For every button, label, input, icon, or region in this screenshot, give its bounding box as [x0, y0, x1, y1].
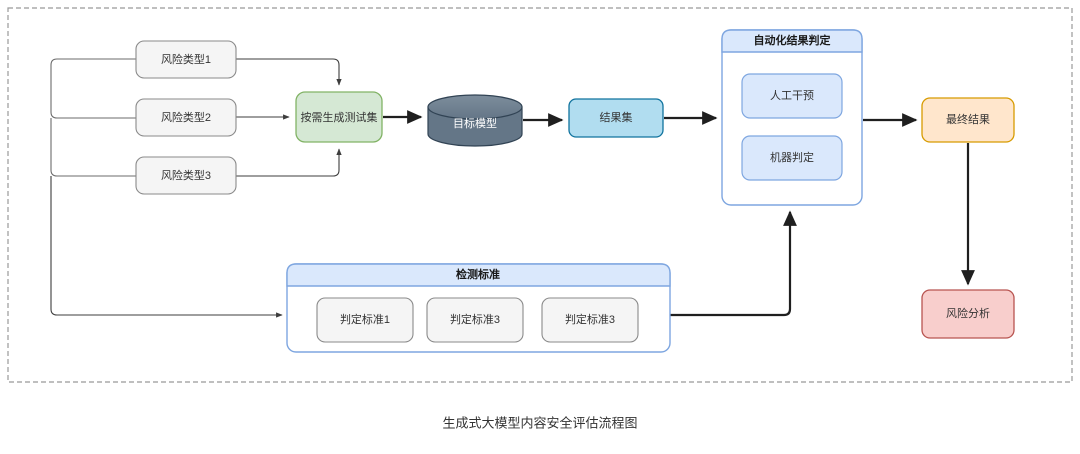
result-set-box[interactable]	[568, 98, 664, 138]
group-detection-standard[interactable]: 检测标准 判定标准1 判定标准3 判定标准3	[286, 263, 671, 353]
final-result-box[interactable]	[921, 97, 1015, 143]
risk-analysis-label: 风险分析	[946, 306, 990, 320]
risk-analysis-box[interactable]	[921, 289, 1015, 339]
risk-type-1-label: 风险类型1	[161, 52, 211, 66]
risk-type-3-label: 风险类型3	[161, 168, 211, 182]
node-risk-analysis[interactable]: 风险分析	[921, 289, 1015, 339]
edge-bus-to-detection	[50, 176, 283, 318]
node-target-model[interactable]: 目标模型	[427, 94, 523, 147]
machine-decision-box[interactable]	[741, 135, 843, 181]
criterion-1-label: 判定标准1	[340, 312, 390, 326]
diagram-outer-frame	[7, 7, 1073, 383]
edge-risk3-into-generate	[236, 148, 342, 177]
edge-detection-to-auto	[670, 210, 797, 317]
node-risk-type-1[interactable]: 风险类型1	[135, 40, 237, 79]
detection-standard-title: 检测标准	[456, 267, 500, 281]
detection-standard-header-bar	[286, 263, 671, 287]
manual-intervention-label: 人工干预	[770, 89, 814, 102]
diagram-caption: 生成式大模型内容安全评估流程图	[442, 415, 637, 430]
criterion-3-box[interactable]	[541, 297, 639, 343]
risk-type-2-label: 风险类型2	[161, 110, 211, 124]
node-risk-type-3[interactable]: 风险类型3	[135, 156, 237, 195]
criterion-2-box[interactable]	[426, 297, 524, 343]
node-result-set[interactable]: 结果集	[568, 98, 664, 138]
risk-type-3-box[interactable]	[135, 156, 237, 195]
auto-decision-header-bar	[721, 29, 863, 53]
edge-risk1-into-generate	[236, 58, 342, 86]
result-set-label: 结果集	[600, 110, 633, 124]
risk-type-2-box[interactable]	[135, 98, 237, 137]
final-result-label: 最终结果	[946, 112, 990, 126]
edge-risk2-bus	[50, 118, 136, 177]
generate-testset-box[interactable]	[295, 91, 383, 143]
node-final-result[interactable]: 最终结果	[921, 97, 1015, 143]
manual-intervention-box[interactable]	[741, 73, 843, 119]
node-generate-testset[interactable]: 按需生成测试集	[295, 91, 383, 143]
generate-testset-label: 按需生成测试集	[301, 110, 378, 124]
risk-type-1-box[interactable]	[135, 40, 237, 79]
edge-risk1-to-generate	[50, 58, 136, 119]
target-model-label: 目标模型	[453, 116, 497, 130]
node-risk-type-2[interactable]: 风险类型2	[135, 98, 237, 137]
criterion-2-label: 判定标准3	[450, 312, 500, 326]
target-model-cylinder-top	[427, 94, 523, 120]
criterion-1-box[interactable]	[316, 297, 414, 343]
criterion-3-label: 判定标准3	[565, 312, 615, 326]
machine-decision-label: 机器判定	[770, 150, 814, 164]
group-auto-decision[interactable]: 自动化结果判定 人工干预 机器判定	[721, 29, 863, 206]
auto-decision-title: 自动化结果判定	[754, 33, 831, 47]
